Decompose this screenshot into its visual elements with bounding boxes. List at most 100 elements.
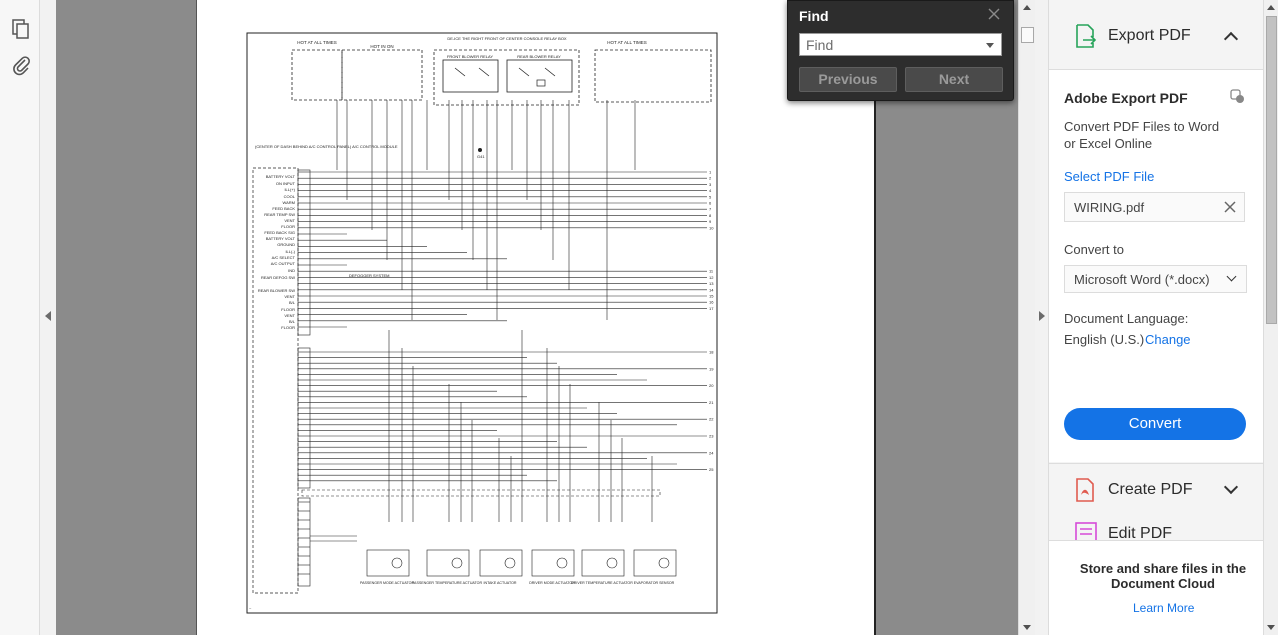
create-pdf-icon <box>1075 478 1097 507</box>
pin-label-20: B/L <box>289 300 296 305</box>
top-label-3: DE-ICE THE RIGHT FRONT OF CENTER CONSOLE… <box>447 36 567 41</box>
convert-to-select[interactable]: Microsoft Word (*.docx) <box>1064 265 1247 293</box>
pin-label-13: ILL(-) <box>285 249 295 254</box>
top-label-5: REAR BLOWER RELAY <box>517 54 561 59</box>
actuator-label: PASSENGER MODE ACTUATOR <box>360 581 415 585</box>
pin-label-10: FEED BACK SIG <box>264 230 295 235</box>
left-navigation-rail <box>0 0 40 635</box>
actuator-box <box>531 549 575 577</box>
store-share-text: Store and share files in the Document Cl… <box>1079 561 1247 591</box>
actuator-label: EVAPORATOR SENSOR <box>634 581 675 585</box>
info-icon[interactable] <box>1229 88 1245 109</box>
pin-number: 13 <box>709 281 714 286</box>
pin-number: 24 <box>709 450 714 455</box>
pages-icon[interactable] <box>10 18 32 40</box>
pin-label-12: GROUND <box>277 242 295 247</box>
card-title: Adobe Export PDF <box>1064 90 1188 106</box>
module-label: (CENTER OF DASH BEHIND A/C CONTROL PANEL… <box>255 144 398 149</box>
scroll-thumb[interactable] <box>1021 27 1034 43</box>
next-button[interactable]: Next <box>905 67 1003 92</box>
pin-label-17: REAR DEFOG SW <box>261 275 295 280</box>
export-card: Adobe Export PDF Convert PDF Files to Wo… <box>1049 70 1263 462</box>
document-language-value: English (U.S.) <box>1064 332 1145 347</box>
pin-label-18: REAR BLOWER SW <box>258 288 295 293</box>
pdf-page: HOT AT ALL TIMES HOT IN ON DE-ICE THE RI… <box>196 0 876 635</box>
pin-label-5: WARM <box>282 200 295 205</box>
pin-label-7: REAR TEMP SW <box>264 212 295 217</box>
actuator-box <box>633 549 677 577</box>
pin-number: 20 <box>709 383 714 388</box>
chevron-down-icon[interactable] <box>986 43 994 48</box>
attachment-icon[interactable] <box>10 54 32 76</box>
pin-number: 14 <box>709 287 714 292</box>
pin-number: 19 <box>709 366 714 371</box>
pin-label-16: IND <box>288 268 295 273</box>
pin-label-1: BATTERY VOLT <box>266 174 296 179</box>
actuator-label: PASSENGER TEMPERATURE ACTUATOR <box>412 581 483 585</box>
document-viewport[interactable]: HOT AT ALL TIMES HOT IN ON DE-ICE THE RI… <box>56 0 1018 635</box>
pin-number: 2 <box>709 176 712 181</box>
actuator-label: INTAKE ACTUATOR <box>484 581 517 585</box>
pin-label-6: FEED BACK <box>272 206 295 211</box>
left-panel-collapse-toggle[interactable] <box>40 0 56 635</box>
document-language-label: Document Language: <box>1064 311 1189 326</box>
pin-number: 23 <box>709 434 714 439</box>
scroll-down-icon[interactable] <box>1267 625 1275 630</box>
top-label-4: FRONT BLOWER RELAY <box>447 54 493 59</box>
scroll-up-icon[interactable] <box>1023 5 1031 10</box>
pin-label-15: A/C OUTPUT <box>271 261 296 266</box>
chevron-up-icon[interactable] <box>1223 31 1239 47</box>
right-tools-panel: Export PDF Adobe Export PDF Convert PDF … <box>1049 0 1263 635</box>
pin-number: 18 <box>709 350 714 355</box>
motor-symbol <box>658 557 670 569</box>
change-language-link[interactable]: Change <box>1145 332 1191 347</box>
close-icon[interactable] <box>987 7 1001 21</box>
convert-to-value: Microsoft Word (*.docx) <box>1074 272 1210 287</box>
pin-number: 15 <box>709 294 714 299</box>
motor-symbol <box>606 557 618 569</box>
pin-label-21: FLOOR <box>281 307 295 312</box>
find-panel: Find Find Previous Next <box>787 0 1014 101</box>
pin-number: 1 <box>709 170 712 175</box>
edit-pdf-label: Edit PDF <box>1108 525 1173 540</box>
previous-button[interactable]: Previous <box>799 67 897 92</box>
tool-item-create-pdf[interactable]: Create PDF <box>1049 464 1263 514</box>
scroll-thumb[interactable] <box>1266 16 1277 324</box>
actuator-box <box>426 549 470 577</box>
select-pdf-file-link[interactable]: Select PDF File <box>1064 169 1155 184</box>
pin-number: 17 <box>709 306 714 311</box>
pin-label-4: COOL <box>284 194 296 199</box>
document-scrollbar[interactable] <box>1018 0 1035 635</box>
pin-number: 16 <box>709 300 714 305</box>
chevron-down-icon[interactable] <box>1223 479 1239 495</box>
convert-button[interactable]: Convert <box>1064 408 1246 440</box>
pin-number: 10 <box>709 225 714 230</box>
pin-label-24: FLOOR <box>281 325 295 330</box>
motor-symbol <box>451 557 463 569</box>
actuator-label: DRIVER TEMPERATURE ACTUATOR <box>571 581 633 585</box>
scroll-down-icon[interactable] <box>1023 625 1031 630</box>
chevron-down-icon <box>1226 271 1237 282</box>
right-panel-scrollbar[interactable] <box>1263 0 1278 635</box>
selected-file-field: WIRING.pdf <box>1064 192 1245 222</box>
learn-more-link[interactable]: Learn More <box>1133 601 1195 615</box>
pin-label-3: ILL(+) <box>284 187 295 192</box>
convert-to-label: Convert to <box>1064 242 1124 257</box>
file-name: WIRING.pdf <box>1074 200 1145 215</box>
scroll-up-icon[interactable] <box>1267 5 1275 10</box>
tool-item-edit-pdf[interactable]: Edit PDF <box>1049 514 1263 540</box>
find-input[interactable]: Find <box>799 33 1002 56</box>
export-pdf-header[interactable]: Export PDF <box>1049 0 1263 70</box>
top-label-6: HOT AT ALL TIMES <box>607 40 647 45</box>
close-icon[interactable] <box>1224 201 1236 216</box>
pin-label-9: FLOOR <box>281 224 295 229</box>
pin-number: 6 <box>709 201 712 206</box>
pin-number: 3 <box>709 182 712 187</box>
actuator-box <box>366 549 410 577</box>
right-arrow-icon <box>1039 311 1045 321</box>
pin-label-19: VENT <box>284 294 295 299</box>
pin-label-22: VENT <box>284 313 295 318</box>
find-input-placeholder: Find <box>806 37 834 53</box>
right-panel-collapse-toggle[interactable] <box>1035 0 1049 635</box>
pin-label-2: ON INPUT <box>276 181 296 186</box>
